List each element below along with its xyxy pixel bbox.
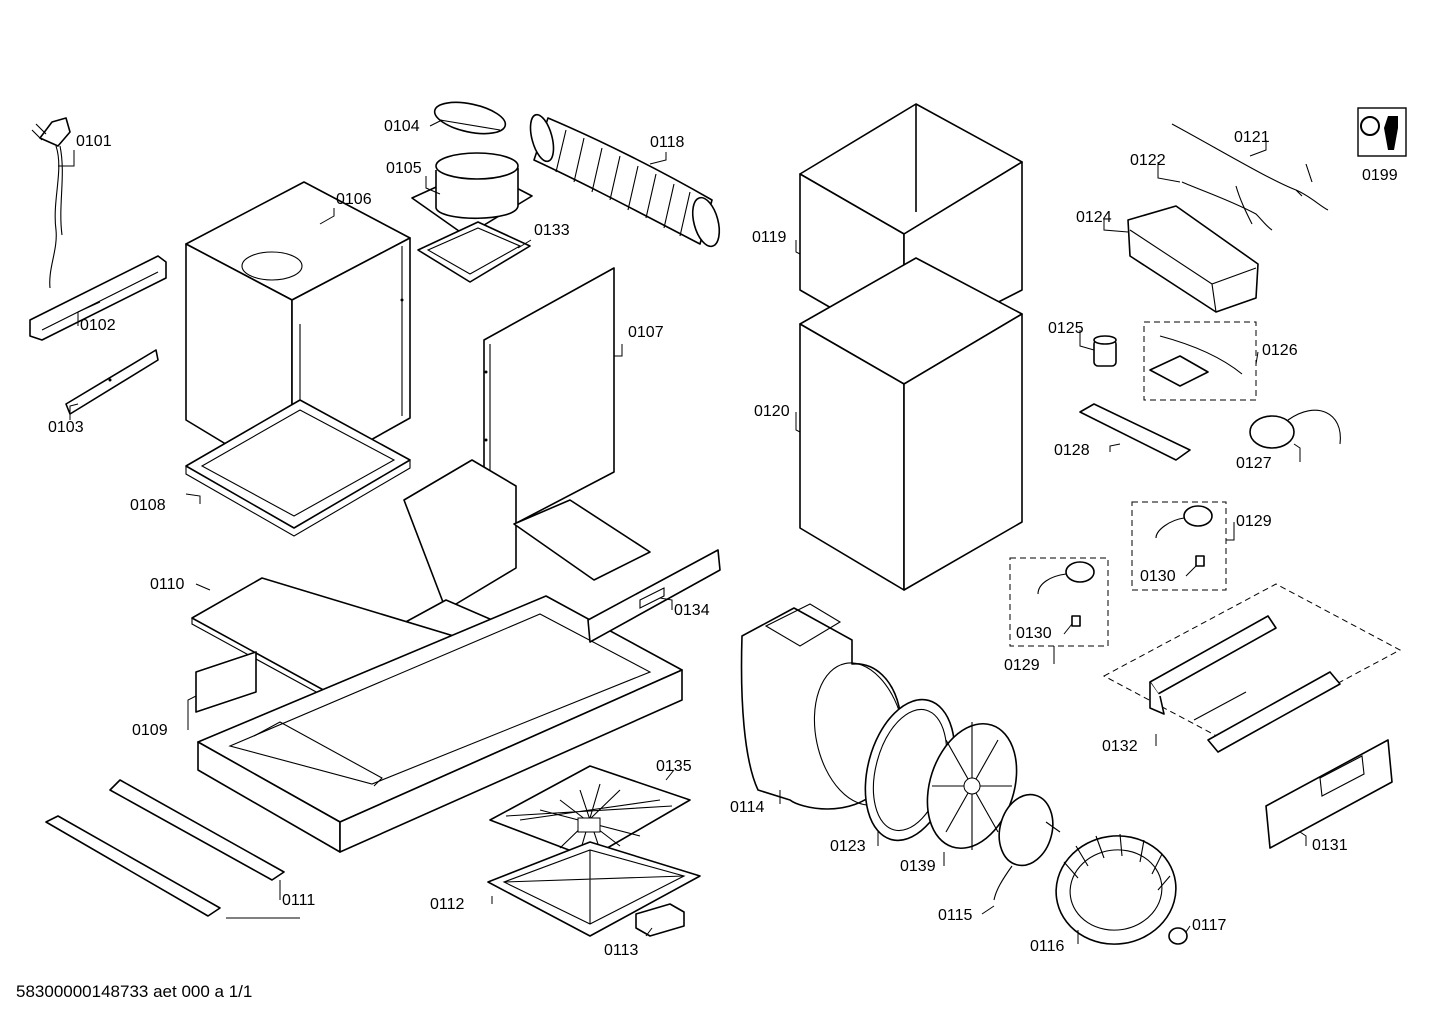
part-0131-control-panel — [1265, 739, 1393, 849]
part-0133-gasket — [417, 221, 531, 283]
part-0118-flexible-duct — [529, 113, 721, 248]
callout-0125: 0125 — [1048, 320, 1084, 337]
part-0132-control-unit — [1102, 583, 1402, 753]
callout-0104: 0104 — [384, 118, 420, 135]
callout-0129-lower: 0129 — [1004, 657, 1040, 674]
part-0120-chimney-lower — [799, 257, 1023, 591]
part-0128-plate — [1079, 403, 1191, 461]
part-0113-clip — [635, 903, 685, 937]
part-0115-motor — [993, 793, 1061, 901]
callout-0130-upper: 0130 — [1140, 568, 1176, 585]
callout-0120: 0120 — [754, 403, 790, 420]
callout-0119: 0119 — [752, 229, 787, 246]
part-0129-sensor-lower — [1009, 557, 1109, 647]
callout-0111: 0111 — [282, 892, 316, 909]
part-0103-mounting-strip — [65, 349, 159, 415]
callout-0139: 0139 — [900, 858, 936, 875]
part-0116-fan-wheel — [1055, 833, 1177, 945]
callout-0124: 0124 — [1076, 209, 1112, 226]
callout-0130-lower: 0130 — [1016, 625, 1052, 642]
callout-0106: 0106 — [336, 191, 372, 208]
part-0108-base-frame — [185, 399, 411, 537]
part-0134-control-strip — [587, 549, 721, 643]
callout-0108: 0108 — [130, 497, 166, 514]
part-0129-sensor-upper — [1131, 501, 1227, 591]
callout-0128: 0128 — [1054, 442, 1090, 459]
part-0135-grease-filter — [489, 765, 691, 859]
callout-0102: 0102 — [80, 317, 116, 334]
callout-0110: 0110 — [150, 576, 185, 593]
callout-0132: 0132 — [1102, 738, 1138, 755]
part-0122-cable — [1181, 181, 1273, 231]
callout-0109: 0109 — [132, 722, 168, 739]
callout-0126: 0126 — [1262, 342, 1298, 359]
callout-0107: 0107 — [628, 324, 664, 341]
callout-0123: 0123 — [830, 838, 866, 855]
part-0105-air-outlet — [411, 152, 533, 237]
callout-0101: 0101 — [76, 133, 112, 150]
callout-0112: 0112 — [430, 896, 465, 913]
part-0127-small-motor — [1249, 409, 1341, 449]
part-0117-nut — [1168, 927, 1188, 945]
part-0111-trim-strips — [45, 779, 285, 917]
callout-0131: 0131 — [1312, 837, 1348, 854]
part-0124-electronics-housing — [1127, 205, 1259, 313]
callout-0103: 0103 — [48, 419, 84, 436]
callout-0114: 0114 — [730, 799, 765, 816]
part-0104-flap — [433, 101, 507, 135]
callout-0116: 0116 — [1030, 938, 1065, 955]
callout-0121: 0121 — [1234, 129, 1270, 146]
part-0109-filter-panel — [195, 651, 257, 713]
callout-0135: 0135 — [656, 758, 692, 775]
part-0121-cable — [1171, 123, 1329, 211]
part-0139-guard — [926, 722, 1018, 850]
callout-0133: 0133 — [534, 222, 570, 239]
callout-0134: 0134 — [674, 602, 710, 619]
callout-0129-upper: 0129 — [1236, 513, 1272, 530]
callout-0199: 0199 — [1362, 167, 1398, 184]
callout-0117: 0117 — [1192, 917, 1227, 934]
callout-0127: 0127 — [1236, 455, 1272, 472]
part-0112-filter-frame — [487, 841, 701, 937]
part-0125-capacitor — [1093, 335, 1117, 367]
leader-lines — [58, 119, 1307, 944]
part-0102-bracket — [29, 255, 167, 341]
callout-0122: 0122 — [1130, 152, 1166, 169]
document-number: 58300000148733 aet 000 a 1/1 — [16, 982, 253, 1001]
part-0126-module — [1143, 321, 1257, 401]
part-0101-power-cord — [31, 117, 71, 289]
part-0199-service-kit-icon — [1357, 107, 1407, 157]
callout-0115: 0115 — [938, 907, 973, 924]
callout-0105: 0105 — [386, 160, 422, 177]
part-hood-body — [197, 595, 683, 853]
callout-0118: 0118 — [650, 134, 685, 151]
callout-0113: 0113 — [604, 942, 639, 959]
